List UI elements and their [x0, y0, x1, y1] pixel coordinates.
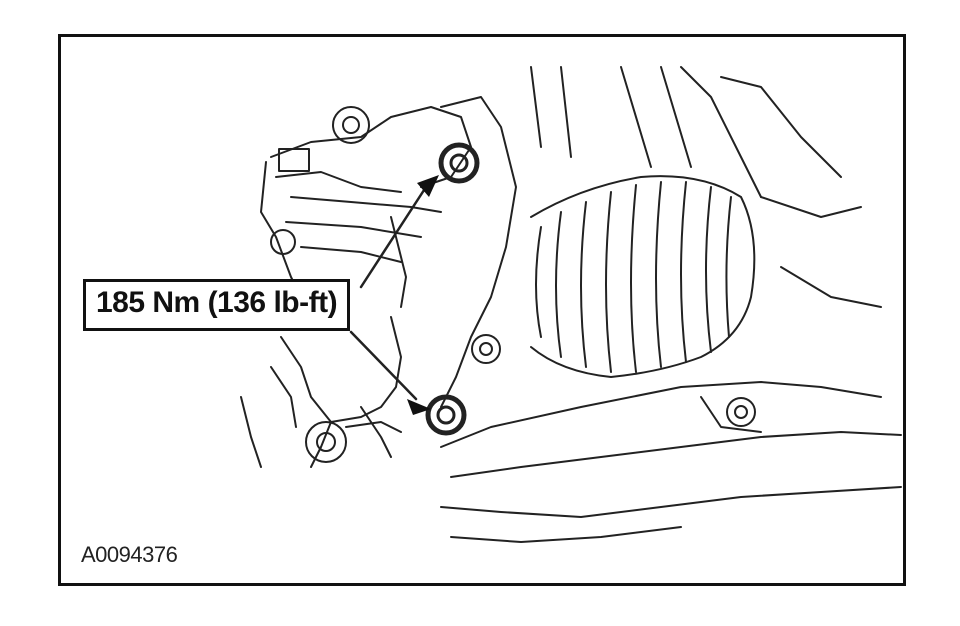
- callout-leader-lines: [349, 185, 428, 401]
- upper-bolt-icon: [438, 142, 480, 184]
- middle-bolt-icon: [471, 334, 501, 364]
- cv-boot-drawing: [530, 175, 756, 378]
- brake-caliper-drawing: [260, 106, 472, 308]
- strut-drawing: [530, 66, 882, 308]
- lower-control-arm-drawing: [440, 381, 902, 543]
- lower-bolt-icon: [425, 394, 467, 436]
- steering-knuckle-drawing: [240, 96, 517, 468]
- lower-arrow-icon: [407, 399, 431, 415]
- torque-callout: 185 Nm (136 lb-ft): [83, 279, 351, 331]
- suspension-line-drawing: [240, 66, 902, 543]
- leader-arrowheads: [407, 175, 439, 415]
- upper-arrow-icon: [417, 175, 439, 197]
- figure-id: A0094376: [81, 542, 178, 567]
- diagram-frame: 185 Nm (136 lb-ft) A0094376: [58, 34, 906, 586]
